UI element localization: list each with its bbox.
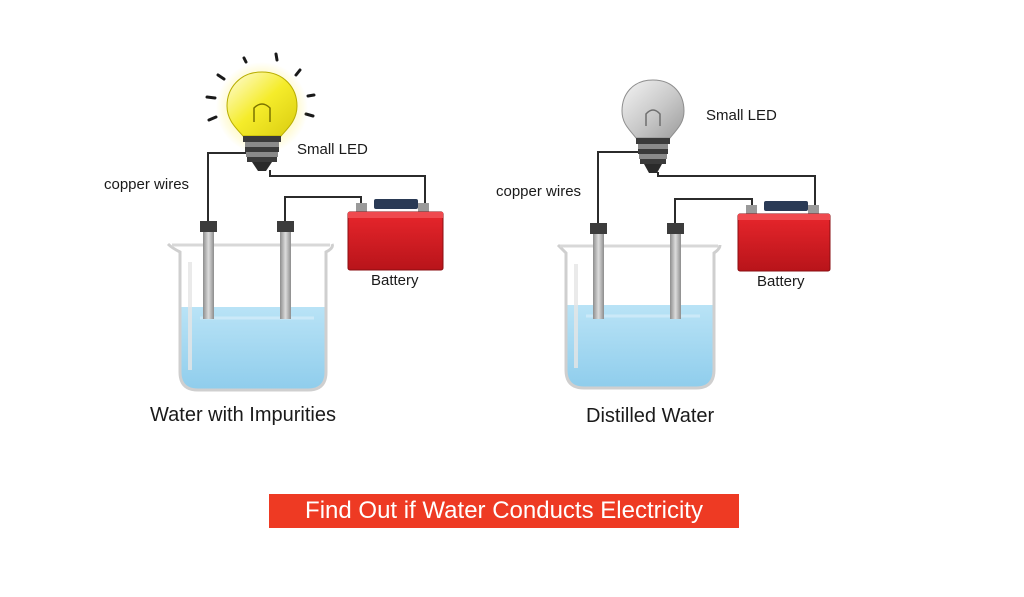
left-copper-wires [207,152,426,222]
right-bulb-unlit [621,79,685,173]
left-battery-label: Battery [371,272,419,289]
left-setup [166,52,444,392]
right-electrodes [590,223,684,319]
left-wires-label: copper wires [104,176,190,193]
right-wires-label: copper wires [496,183,582,200]
left-caption: Water with Impurities [150,404,336,426]
left-light-rays [205,52,316,122]
left-bulb-lit [216,62,308,171]
right-battery [737,201,831,272]
right-caption: Distilled Water [586,405,715,427]
right-beaker [556,243,722,390]
right-bulb-label: Small LED [706,107,777,124]
left-beaker [166,242,334,392]
title-banner: Find Out if Water Conducts Electricity [269,494,739,528]
right-battery-label: Battery [757,273,805,290]
right-setup [556,79,831,390]
left-electrodes [200,221,294,319]
left-battery [347,199,444,271]
right-copper-wires [597,151,816,224]
left-bulb-label: Small LED [297,141,368,158]
